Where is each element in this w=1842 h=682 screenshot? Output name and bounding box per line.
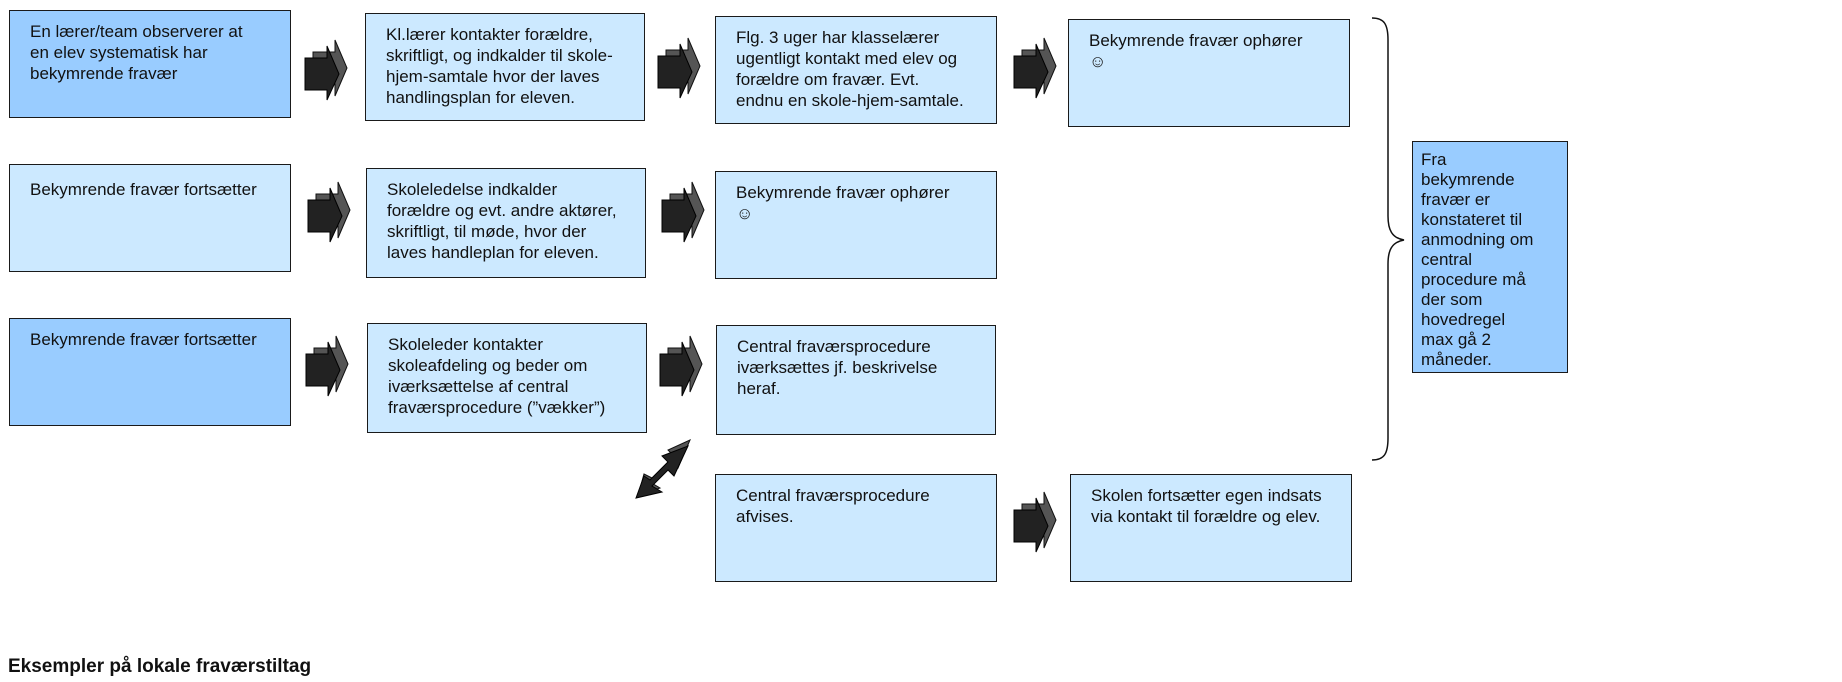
step-management-meeting: Skoleledelse indkalder forældre og evt. … (366, 168, 646, 278)
arrow-right-icon (304, 39, 348, 101)
outcome-absence-stops: Bekymrende fravær ophører ☺ (715, 171, 997, 279)
step-teacher-contacts-parents: Kl.lærer kontakter forældre, skriftligt,… (365, 13, 645, 121)
outcome-absence-stops: Bekymrende fravær ophører ☺ (1068, 19, 1350, 127)
outcome-central-procedure-started: Central fraværsprocedure iværksættes jf.… (716, 325, 996, 435)
section-heading: Eksempler på lokale fraværstiltag (8, 656, 312, 677)
arrow-right-icon (305, 335, 349, 397)
step-teacher-observes: En lærer/team observerer at en elev syst… (9, 10, 291, 118)
arrow-right-icon (1013, 37, 1057, 99)
step-weekly-contact: Flg. 3 uger har klasselærer ugentligt ko… (715, 16, 997, 124)
step-principal-contacts-department: Skoleleder kontakter skoleafdeling og be… (367, 323, 647, 433)
arrow-right-icon (659, 335, 703, 397)
arrow-right-icon (307, 181, 351, 243)
arrow-right-icon (661, 181, 705, 243)
outcome-central-procedure-rejected: Central fraværsprocedure afvises. (715, 474, 997, 582)
curly-brace-icon (1371, 17, 1405, 461)
step-absence-continues: Bekymrende fravær fortsætter (9, 318, 291, 426)
arrow-right-icon (657, 37, 701, 99)
arrow-diagonal-icon (635, 439, 691, 499)
step-absence-continues: Bekymrende fravær fortsætter (9, 164, 291, 272)
time-limit-note: Fra bekymrende fravær er konstateret til… (1412, 141, 1568, 373)
arrow-right-icon (1013, 491, 1057, 553)
outcome-school-continues: Skolen fortsætter egen indsats via konta… (1070, 474, 1352, 582)
